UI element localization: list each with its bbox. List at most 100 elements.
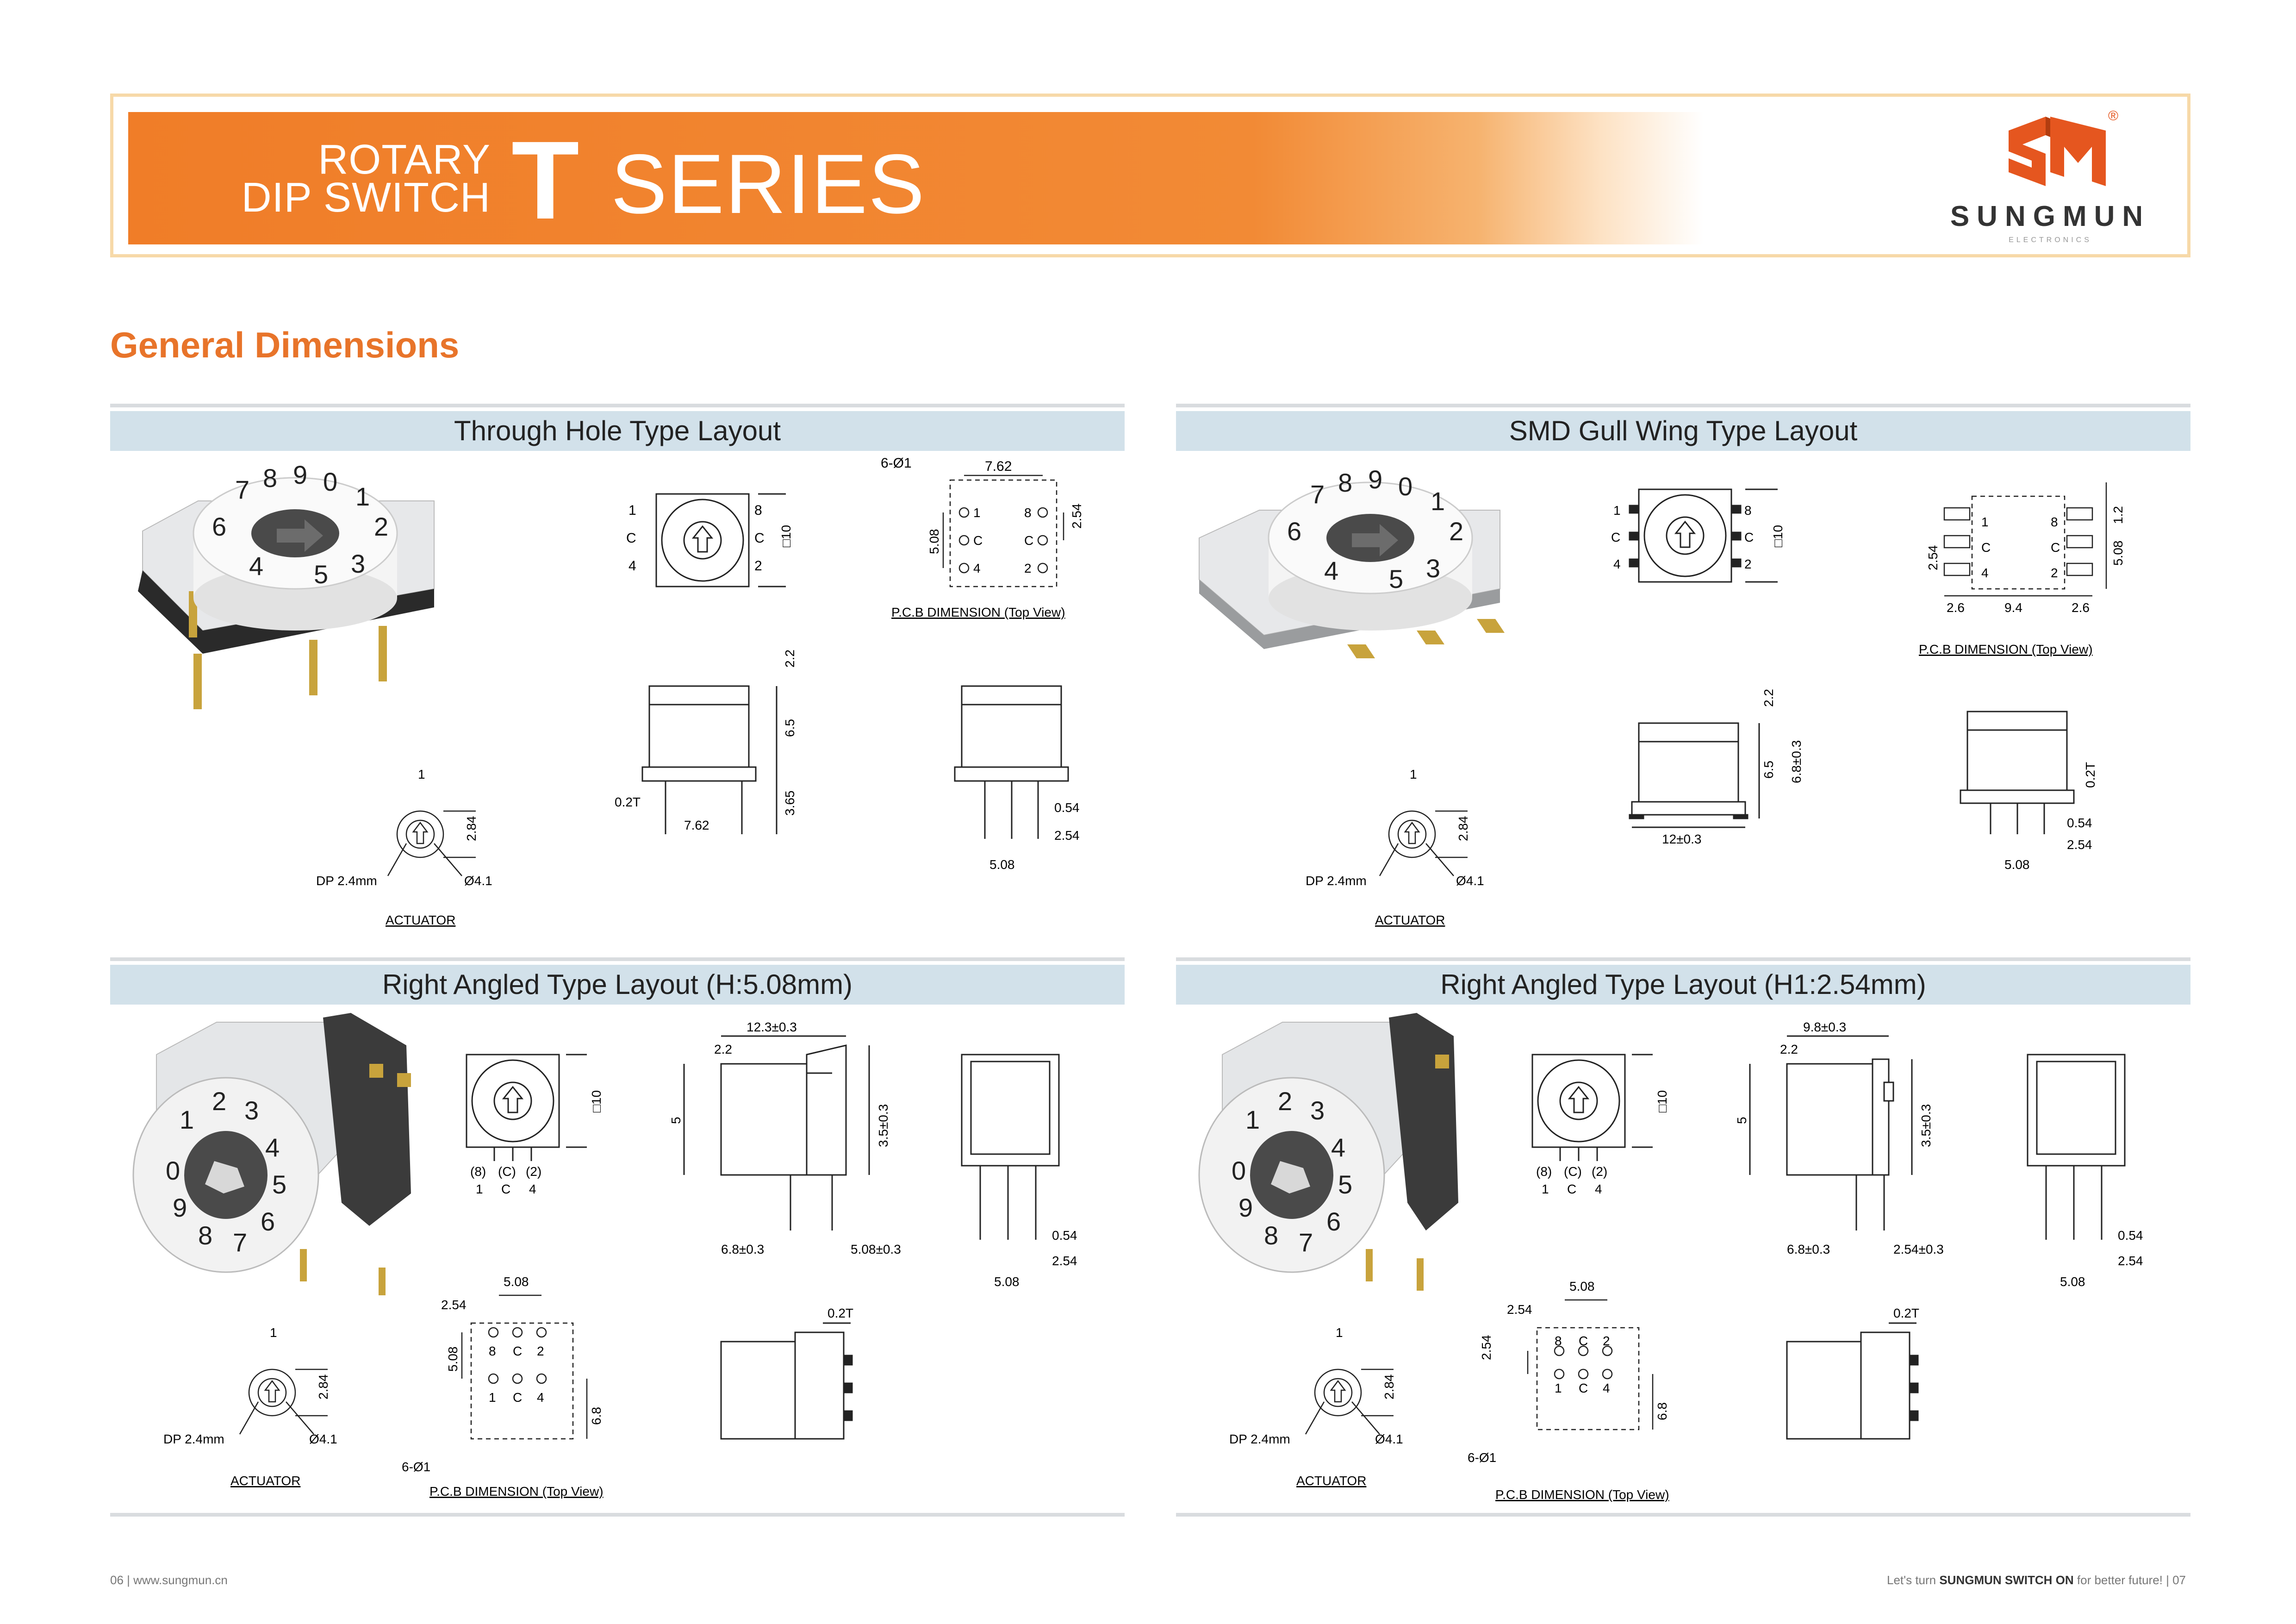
panel-drawings: 6 7 8 9 0 1 2 3 5 4 1 C bbox=[1176, 455, 2190, 948]
dim-label: □10 bbox=[779, 525, 793, 547]
pin-label: 1 bbox=[1555, 1381, 1562, 1395]
banner-line-2: DIP SWITCH bbox=[241, 175, 491, 221]
banner-bar bbox=[128, 112, 2174, 244]
banner-series-letter: T bbox=[511, 118, 579, 242]
svg-text:9: 9 bbox=[173, 1193, 187, 1222]
dim-label: 1 bbox=[418, 767, 425, 781]
bottom-view-drawing bbox=[720, 1322, 853, 1440]
panel-right-angle-254: Right Angled Type Layout (H1:2.54mm) 0 1… bbox=[1176, 957, 2190, 1508]
dim-label: 2.54 bbox=[1926, 545, 1940, 571]
panel-smd: SMD Gull Wing Type Layout 6 7 8 9 0 bbox=[1176, 404, 2190, 950]
svg-text:7: 7 bbox=[1310, 480, 1325, 509]
pin-label: C bbox=[1744, 530, 1754, 544]
top-view-drawing bbox=[655, 493, 786, 587]
front-view-drawing bbox=[2027, 1054, 2126, 1240]
svg-text:6: 6 bbox=[261, 1207, 275, 1236]
dim-label: □10 bbox=[1655, 1090, 1669, 1112]
dim-label: 2.54 bbox=[1052, 1254, 1077, 1268]
top-view-drawing bbox=[1629, 488, 1778, 583]
panel-title: Right Angled Type Layout (H:5.08mm) bbox=[110, 965, 1125, 1005]
dim-label: 6-Ø1 bbox=[402, 1460, 430, 1474]
pin-label: C bbox=[513, 1344, 522, 1358]
pcb-layout bbox=[1527, 1299, 1654, 1430]
dim-label: 0.54 bbox=[1052, 1228, 1077, 1243]
pcb-layout bbox=[1943, 482, 2107, 597]
top-view-drawing bbox=[466, 1054, 587, 1161]
panel-rule bbox=[110, 957, 1125, 961]
pin-label: 1 bbox=[1981, 515, 1989, 529]
logo-subtitle: ELECTRONICS bbox=[2009, 236, 2092, 244]
actuator-dia-label: Ø4.1 bbox=[1456, 874, 1484, 888]
svg-text:9: 9 bbox=[1238, 1193, 1253, 1222]
dim-label: 2.54 bbox=[2067, 837, 2092, 852]
pin-label: 2 bbox=[2051, 566, 2058, 580]
actuator-drawing bbox=[239, 1368, 328, 1435]
svg-text:9: 9 bbox=[293, 460, 307, 489]
actuator-drawing bbox=[1305, 1368, 1394, 1435]
dim-label: 5.08 bbox=[1569, 1279, 1595, 1293]
pin-label: 8 bbox=[1024, 506, 1032, 520]
svg-text:3: 3 bbox=[1310, 1096, 1325, 1125]
banner-series-word: SERIES bbox=[611, 137, 926, 231]
actuator-dp-label: DP 2.4mm bbox=[316, 874, 377, 888]
dim-label: 1 bbox=[270, 1325, 277, 1340]
pin-label: 4 bbox=[973, 561, 981, 575]
svg-text:1: 1 bbox=[355, 482, 370, 511]
pin-label: 8 bbox=[1555, 1334, 1562, 1348]
switch-3d-render: 0 1 2 3 4 5 6 7 8 9 bbox=[1198, 1013, 1458, 1291]
svg-text:3: 3 bbox=[1426, 554, 1440, 583]
svg-text:8: 8 bbox=[1264, 1221, 1278, 1250]
pin-label: 4 bbox=[1613, 557, 1621, 571]
panel-drawings: 0 1 2 3 4 5 6 7 8 9 □10 (8) bbox=[1176, 1008, 2190, 1511]
actuator-caption: ACTUATOR bbox=[1296, 1474, 1366, 1488]
dim-label: 6-Ø1 bbox=[881, 456, 912, 471]
dim-label: 2.54 bbox=[2118, 1254, 2143, 1268]
pin-label: 8 bbox=[2051, 515, 2058, 529]
pin-label: (8) bbox=[470, 1164, 486, 1179]
dim-label: 7.62 bbox=[985, 459, 1012, 474]
pin-label: C bbox=[1579, 1381, 1588, 1395]
switch-3d-render: 6 7 8 9 0 1 2 3 5 4 bbox=[138, 460, 435, 709]
pin-label: (C) bbox=[1564, 1164, 1582, 1179]
pcb-layout bbox=[942, 475, 1064, 587]
footer-left: 06 | www.sungmun.cn bbox=[110, 1573, 228, 1587]
dim-label: 2.2 bbox=[1780, 1042, 1798, 1056]
footer-text-b: SUNGMUN SWITCH ON bbox=[1939, 1573, 2074, 1587]
pcb-caption: P.C.B DIMENSION (Top View) bbox=[429, 1484, 604, 1499]
svg-text:6: 6 bbox=[1326, 1207, 1341, 1236]
svg-text:5: 5 bbox=[314, 560, 328, 589]
pin-label: C bbox=[1611, 530, 1620, 544]
pin-label: 4 bbox=[1981, 566, 1989, 580]
pin-label: 8 bbox=[754, 503, 762, 518]
svg-text:6: 6 bbox=[1287, 517, 1301, 546]
dim-label: 5.08 bbox=[994, 1274, 1020, 1289]
dim-label: 2.54 bbox=[441, 1298, 467, 1312]
svg-text:8: 8 bbox=[1338, 468, 1352, 497]
dim-label: 2.54±0.3 bbox=[1893, 1242, 1944, 1256]
side-view-drawing bbox=[1629, 722, 1760, 828]
actuator-drawing bbox=[387, 810, 476, 876]
panel-rule bbox=[1176, 957, 2190, 961]
registered-mark: ® bbox=[2108, 108, 2119, 124]
dim-label: 3.5±0.3 bbox=[1919, 1104, 1933, 1147]
actuator-dia-label: Ø4.1 bbox=[464, 874, 492, 888]
dim-label: 0.2T bbox=[828, 1306, 853, 1320]
dim-label: 5.08 bbox=[927, 529, 941, 555]
svg-text:8: 8 bbox=[263, 463, 277, 493]
dim-label: 0.54 bbox=[1054, 800, 1080, 815]
svg-text:1: 1 bbox=[180, 1105, 194, 1134]
dim-label: 2.54 bbox=[1479, 1335, 1493, 1361]
dim-label: 3.5±0.3 bbox=[876, 1104, 890, 1147]
dim-label: 0.54 bbox=[2067, 816, 2092, 830]
svg-text:3: 3 bbox=[351, 549, 365, 578]
panel-right-angle-508: Right Angled Type Layout (H:5.08mm) 0 1 … bbox=[110, 957, 1125, 1508]
actuator-dia-label: Ø4.1 bbox=[1375, 1432, 1403, 1446]
bottom-rule-left bbox=[110, 1513, 1125, 1517]
side-view-drawing bbox=[1749, 1035, 1913, 1230]
pin-label: 8 bbox=[1744, 503, 1752, 518]
dim-label: □10 bbox=[589, 1090, 604, 1112]
side-view-drawing bbox=[683, 1035, 870, 1230]
pin-label: (2) bbox=[526, 1164, 541, 1179]
ra254-drawings: 0 1 2 3 4 5 6 7 8 9 □10 (8) bbox=[1198, 1013, 2143, 1502]
panel-rule bbox=[1176, 404, 2190, 407]
